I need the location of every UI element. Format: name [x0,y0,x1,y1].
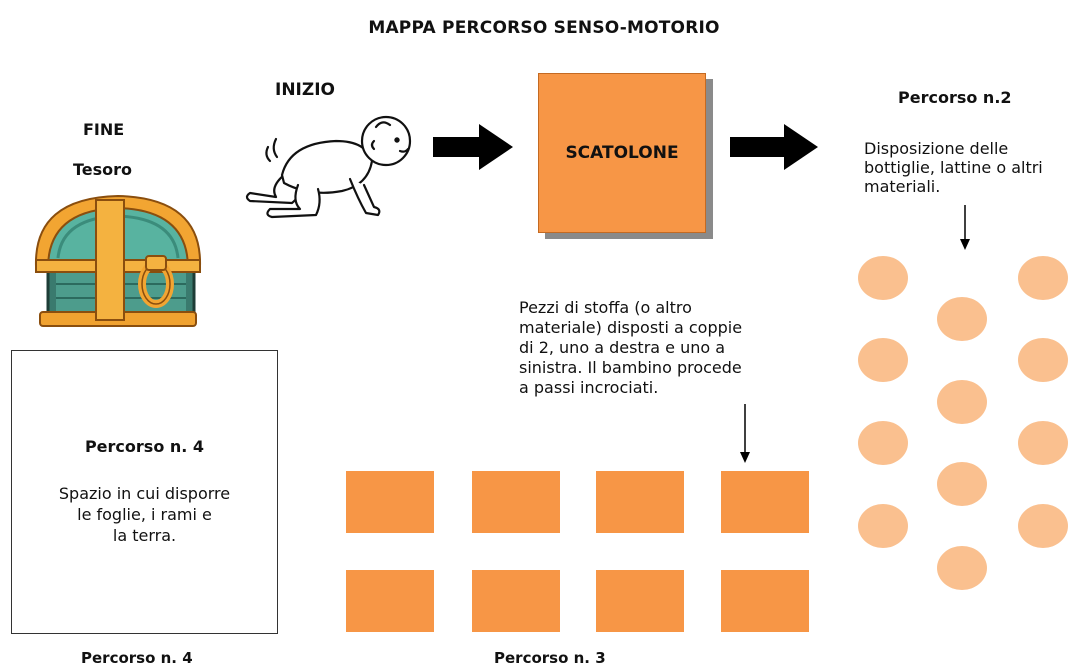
arrow-down-icon [959,205,971,251]
path3-description-line: sinistra. Il bambino procede [519,358,742,377]
bottle-marker [858,338,908,382]
bottle-marker [937,462,987,506]
treasure-label: Tesoro [73,160,133,179]
bottle-marker [1018,338,1068,382]
bottle-marker [858,421,908,465]
fabric-piece [346,471,434,533]
fabric-piece [346,570,434,632]
page-title: MAPPA PERCORSO SENSO-MOTORIO [368,18,720,38]
path4-description-line: le foglie, i rami e [77,505,212,524]
path2-description-line: bottiglie, lattine o altri [864,158,1043,177]
box-station: SCATOLONE [538,73,706,233]
bottle-marker [937,297,987,341]
bottle-marker [858,504,908,548]
arrow-down-icon [739,404,751,464]
path4-caption: Percorso n. 4 [81,649,193,667]
path4-description-line: Spazio in cui disporre [58,484,231,503]
path2-title: Percorso n.2 [898,88,1012,107]
path2-description-line: materiali. [864,177,941,196]
path3-description: Pezzi di stoffa (o altro materiale) disp… [519,298,819,398]
start-label: INIZIO [275,80,335,100]
bottle-marker [858,256,908,300]
bottle-marker [1018,421,1068,465]
bottle-marker [937,380,987,424]
path4-description-line: la terra. [112,526,177,545]
bottle-marker [1018,256,1068,300]
box-label: SCATOLONE [565,143,679,163]
fabric-piece [721,570,809,632]
path2-description: Disposizione delle bottiglie, lattine o … [864,139,1088,196]
crawling-baby-icon [240,105,416,231]
path3-description-line: Pezzi di stoffa (o altro [519,298,692,317]
bottle-marker [937,546,987,590]
path3-description-line: a passi incrociati. [519,378,659,397]
path4-box-title: Percorso n. 4 [84,437,205,456]
path3-description-line: materiale) disposti a coppie [519,318,743,337]
arrow-right-icon [730,124,818,170]
path3-description-line: di 2, uno a destra e uno a [519,338,726,357]
path4-description: Spazio in cui disporre le foglie, i rami… [32,483,257,546]
path2-description-line: Disposizione delle [864,139,1009,158]
fabric-piece [596,471,684,533]
path3-title: Percorso n. 3 [494,649,606,667]
fabric-piece [472,570,560,632]
bottle-marker [1018,504,1068,548]
end-label: FINE [83,120,125,139]
treasure-chest-icon [28,192,206,334]
fabric-piece [721,471,809,533]
fabric-piece [596,570,684,632]
arrow-right-icon [433,124,513,170]
path4-area: Percorso n. 4 Spazio in cui disporre le … [11,350,278,634]
fabric-piece [472,471,560,533]
